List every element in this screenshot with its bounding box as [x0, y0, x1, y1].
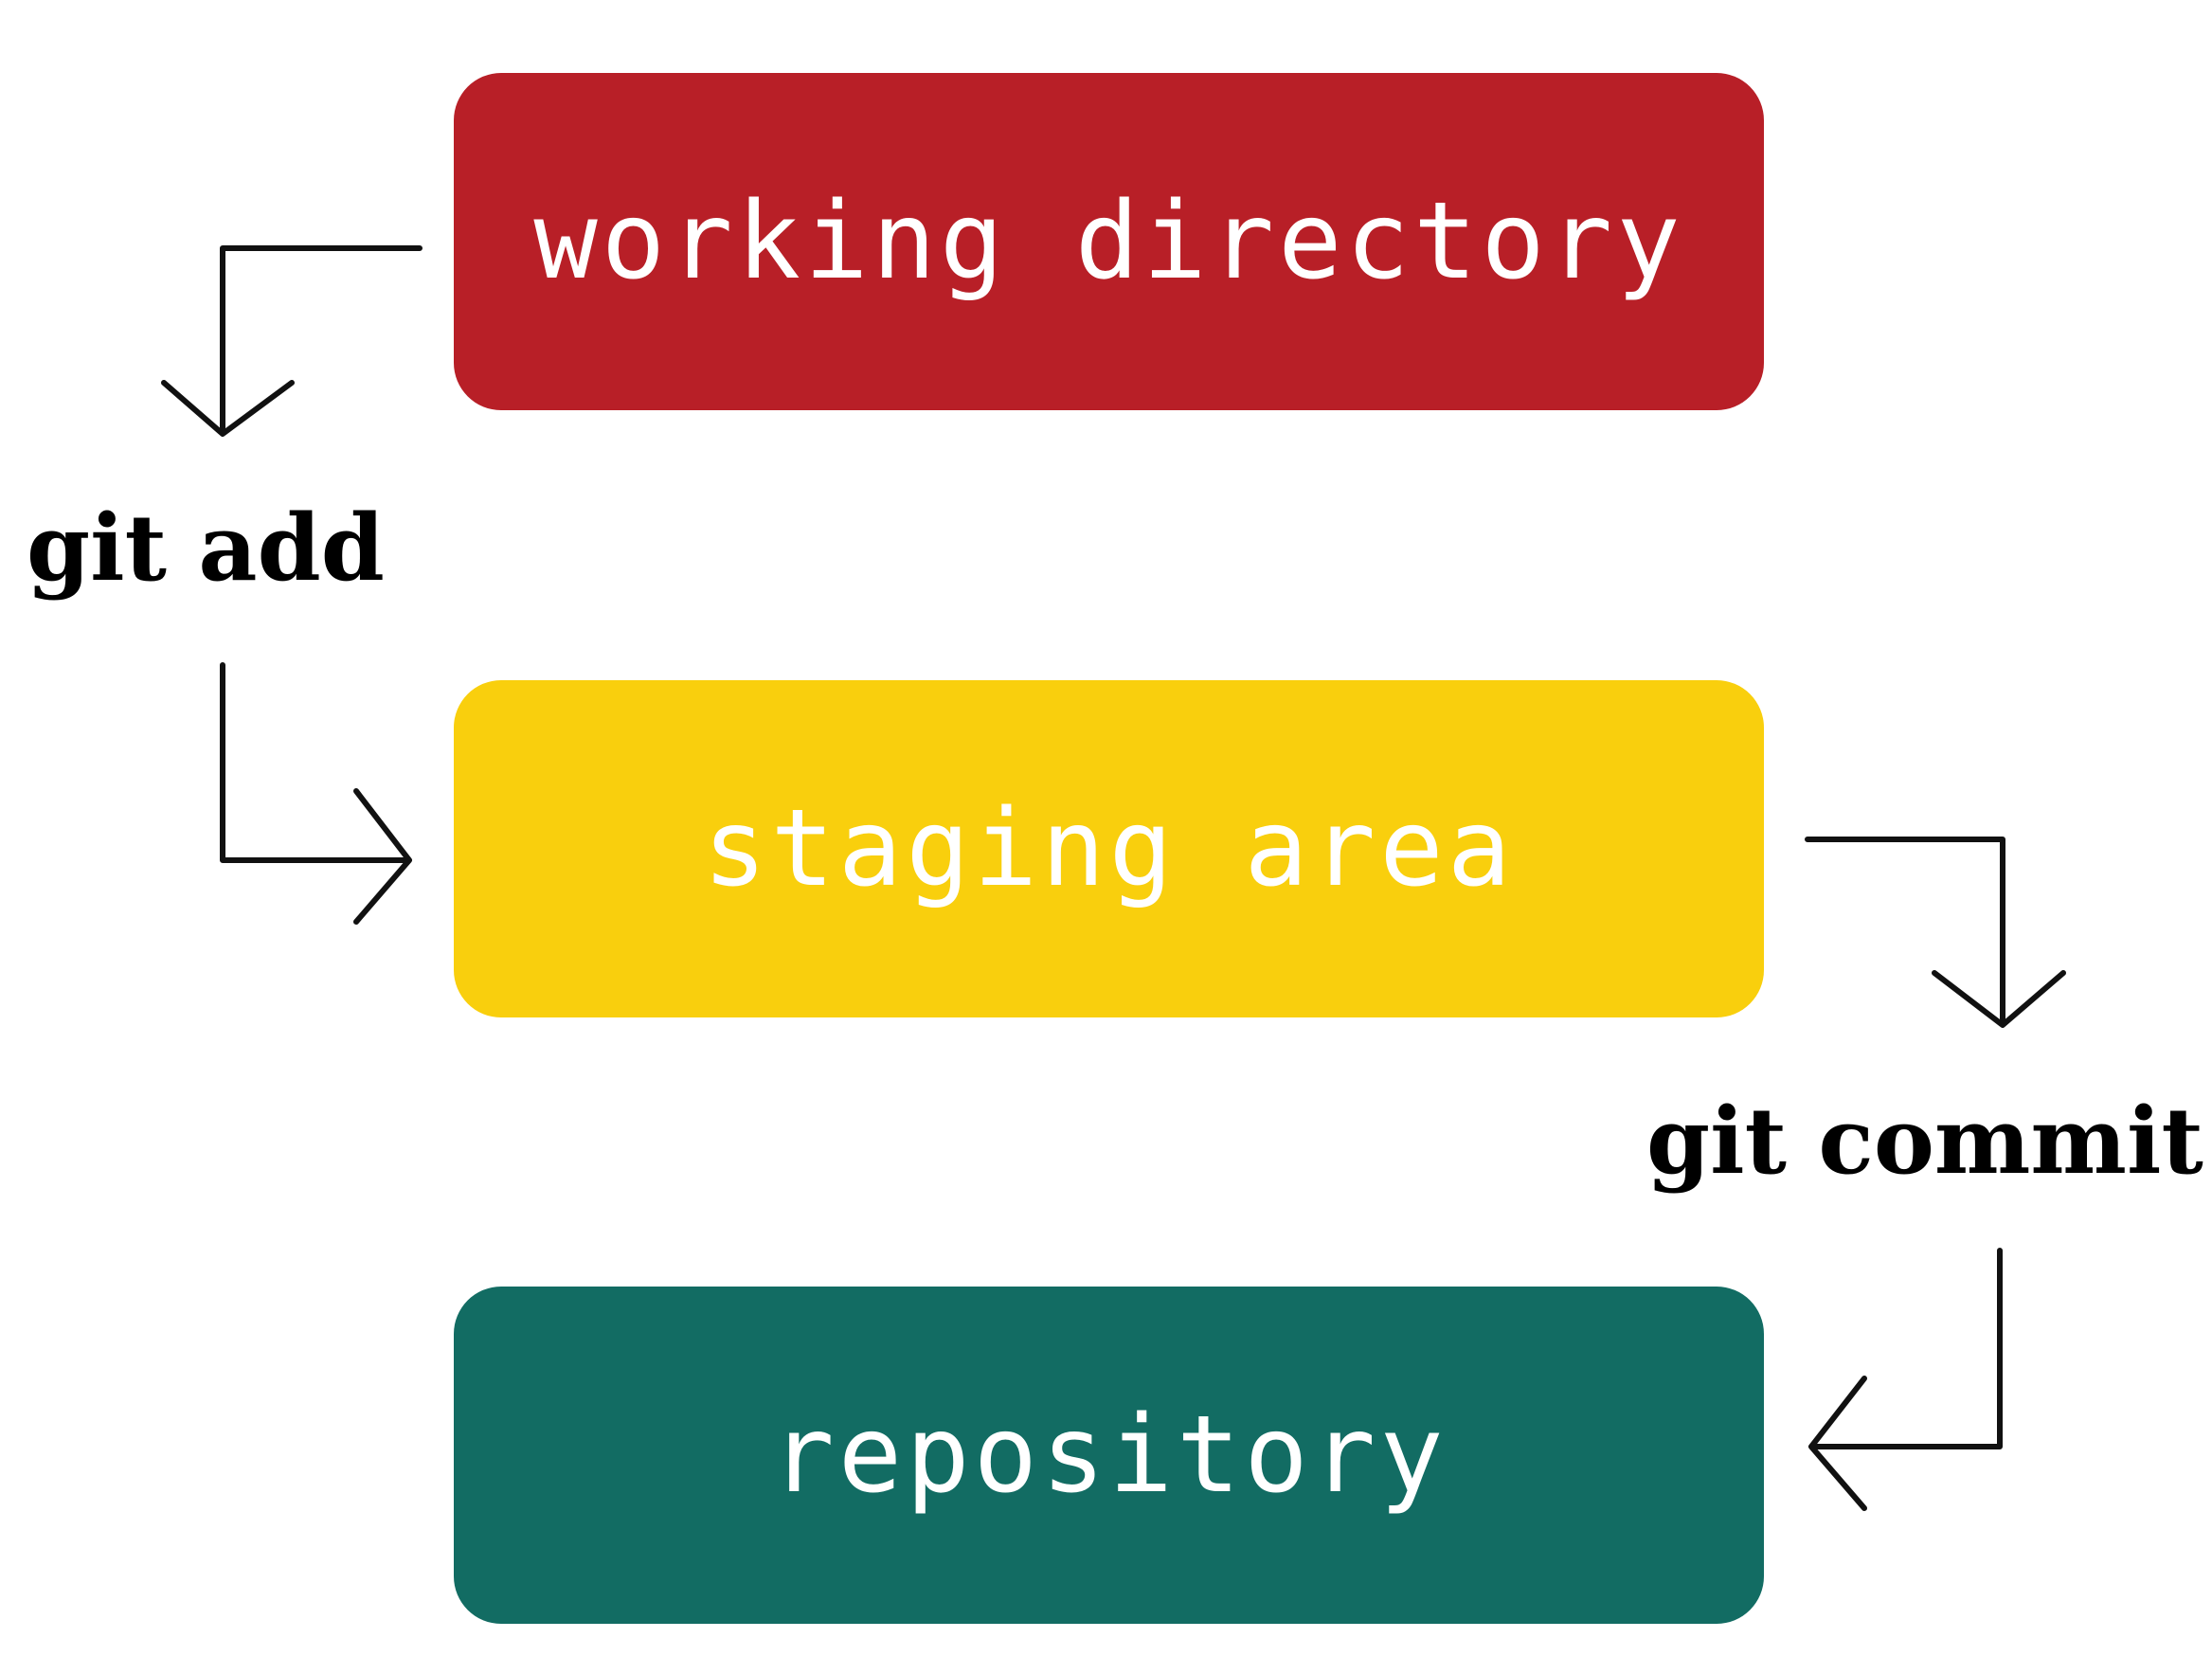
repository-label: repository	[770, 1394, 1448, 1517]
arrow-down-icon	[1805, 837, 2066, 1028]
arrow-right-icon	[220, 662, 412, 925]
staging-area-label: staging area	[702, 787, 1516, 910]
repository-box: repository	[454, 1287, 1764, 1624]
arrow-down-icon	[161, 245, 423, 437]
working-directory-label: working directory	[533, 180, 1684, 303]
arrow-left-icon	[1808, 1248, 2003, 1511]
git-commit-label: git commit	[1646, 1088, 2203, 1195]
git-add-label: git add	[27, 495, 385, 602]
staging-area-box: staging area	[454, 680, 1764, 1017]
working-directory-box: working directory	[454, 73, 1764, 410]
